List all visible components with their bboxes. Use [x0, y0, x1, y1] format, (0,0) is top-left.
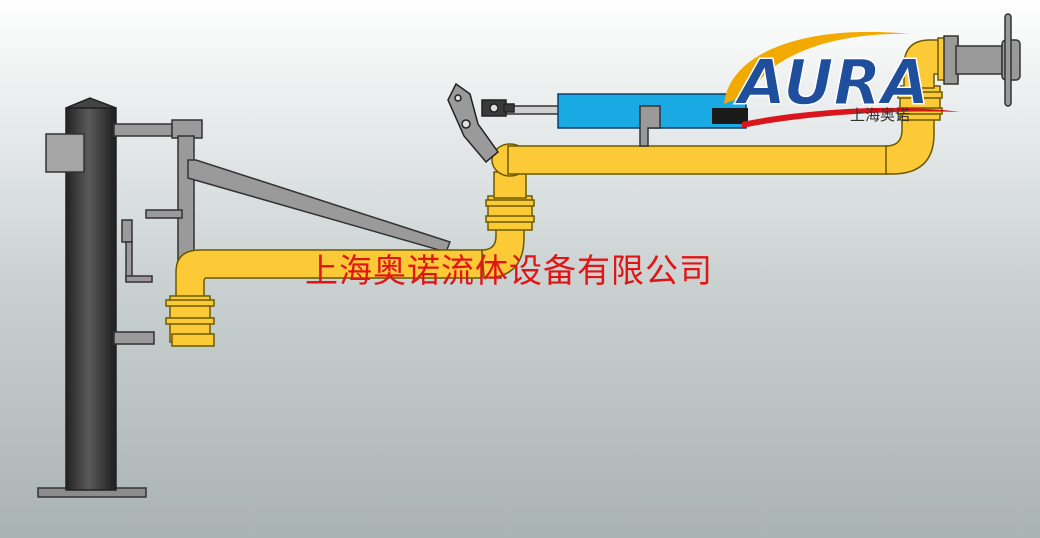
outer-arm-pipe [507, 37, 959, 175]
swivel-link [447, 82, 515, 164]
logo-wordmark: AURA [733, 46, 929, 119]
end-coupler [943, 13, 1021, 107]
support-column [45, 97, 117, 491]
mounting-bracket [113, 119, 203, 345]
aura-logo: AURA [724, 31, 960, 128]
diagonal-strut [187, 159, 451, 253]
logo-subtitle: 上海奥诺 [850, 107, 911, 124]
company-watermark: 上海奥诺流体设备有限公司 [305, 251, 713, 290]
hydraulic-cylinder [501, 93, 748, 147]
